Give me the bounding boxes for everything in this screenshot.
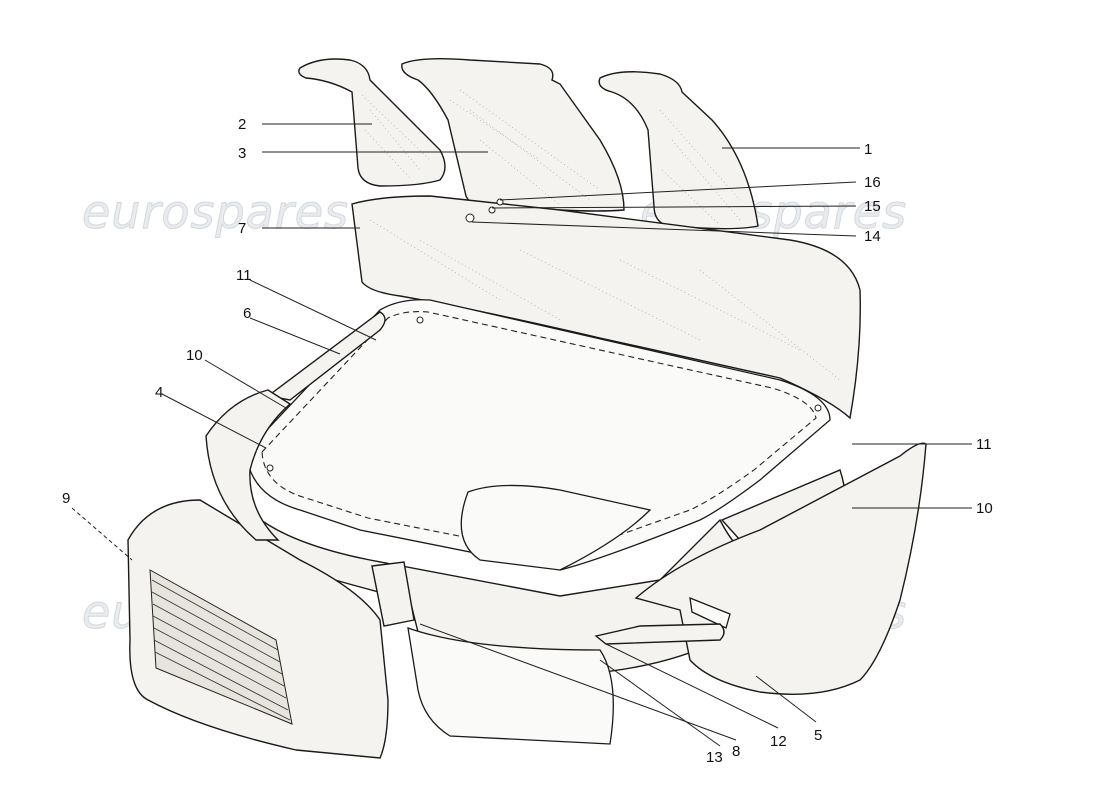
callout-15: 15: [864, 198, 881, 215]
callout-2: 2: [238, 116, 246, 133]
callout-9: 9: [62, 490, 70, 507]
callout-4: 4: [155, 384, 163, 401]
callout-13: 13: [706, 749, 723, 766]
callout-11-left: 11: [236, 267, 252, 284]
callout-16: 16: [864, 174, 881, 191]
callout-12: 12: [770, 733, 787, 750]
callout-8: 8: [732, 743, 740, 760]
callout-10-left: 10: [186, 347, 203, 364]
callout-10-right: 10: [976, 500, 993, 517]
callout-7: 7: [238, 220, 246, 237]
callout-11-right: 11: [976, 436, 992, 453]
callout-1: 1: [864, 141, 872, 158]
watermark-top-left: eurospares: [82, 185, 349, 239]
part-2-left-upper-panel: [298, 58, 446, 187]
callout-6: 6: [243, 305, 251, 322]
callout-labels: 1 2 3 16 15 7 14 11 6 10 4 11 10 9 13 8 …: [62, 116, 993, 766]
part-4-floor-mat: [245, 299, 831, 571]
part-12-pad: [594, 623, 725, 645]
part-6-left-side-trim: [266, 311, 386, 401]
part-3-centre-upper-panel: [401, 57, 625, 212]
part-9-left-side-panel: [127, 499, 389, 759]
callout-14: 14: [864, 228, 881, 245]
part-13-centre-strap: [371, 561, 415, 627]
callout-3: 3: [238, 145, 246, 162]
leader-lines: [71, 123, 972, 747]
callout-5: 5: [814, 727, 822, 744]
vent-grille: [151, 579, 291, 721]
